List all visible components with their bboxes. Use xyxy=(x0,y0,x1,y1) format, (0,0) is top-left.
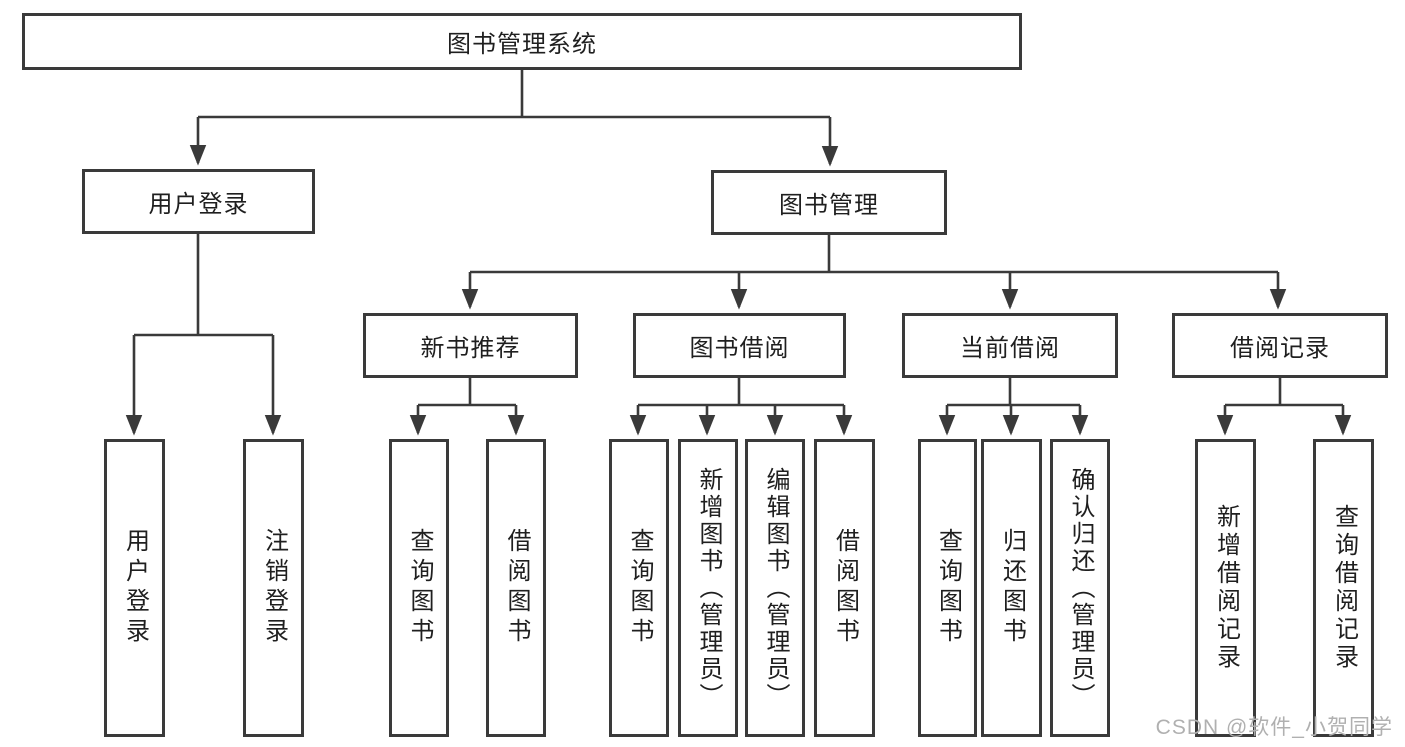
node-user-login: 用户登录 xyxy=(82,169,315,234)
node-book-management: 图书管理 xyxy=(711,170,947,235)
leaf-borrow-books-borrowing: 借阅图书 xyxy=(814,439,875,737)
node-current-borrowing: 当前借阅 xyxy=(902,313,1118,378)
leaf-borrow-books-recommend: 借阅图书 xyxy=(486,439,546,737)
leaf-add-books-admin: 新增图书（管理员） xyxy=(678,439,738,737)
leaf-query-borrow-record: 查询借阅记录 xyxy=(1313,439,1374,737)
csdn-watermark: CSDN @软件_小贺同学 xyxy=(1155,716,1393,739)
node-book-borrowing: 图书借阅 xyxy=(633,313,846,378)
leaf-confirm-return-admin: 确认归还（管理员） xyxy=(1050,439,1110,737)
leaf-logout: 注销登录 xyxy=(243,439,304,737)
leaf-edit-books-admin: 编辑图书（管理员） xyxy=(745,439,805,737)
leaf-query-books-recommend: 查询图书 xyxy=(389,439,449,737)
node-borrow-records: 借阅记录 xyxy=(1172,313,1388,378)
leaf-query-books-current: 查询图书 xyxy=(918,439,977,737)
node-library-system: 图书管理系统 xyxy=(22,13,1022,70)
leaf-query-books-borrowing: 查询图书 xyxy=(609,439,669,737)
leaf-user-login: 用户登录 xyxy=(104,439,165,737)
leaf-add-borrow-record: 新增借阅记录 xyxy=(1195,439,1256,737)
leaf-return-books: 归还图书 xyxy=(981,439,1042,737)
node-new-book-recommend: 新书推荐 xyxy=(363,313,578,378)
